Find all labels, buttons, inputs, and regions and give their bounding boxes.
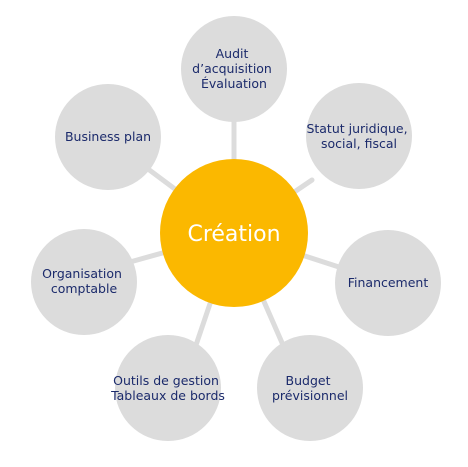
node-organisation-label: Organisation comptable — [42, 266, 126, 296]
node-business-plan-label: Business plan — [65, 129, 151, 144]
node-audit-line-2: d’acquisition — [192, 61, 272, 76]
node-statut-circle — [306, 83, 412, 189]
node-budget-line-1: Budget — [286, 373, 331, 388]
node-statut-line-2: social, fiscal — [321, 136, 397, 151]
node-budget-label: Budget prévisionnel — [272, 373, 348, 403]
node-financement: Financement — [335, 230, 441, 336]
node-budget-line-2: prévisionnel — [272, 388, 348, 403]
node-audit-line-1: Audit — [216, 46, 249, 61]
node-outils: Outils de gestion Tableaux de bords — [110, 335, 225, 441]
node-business-plan-line-1: Business plan — [65, 129, 151, 144]
node-budget: Budget prévisionnel — [257, 335, 363, 441]
node-outils-circle — [115, 335, 221, 441]
node-business-plan: Business plan — [55, 84, 161, 190]
node-audit-label: Audit d’acquisition Évaluation — [192, 46, 276, 91]
node-organisation-line-1: Organisation — [42, 266, 122, 281]
center-node: Création — [160, 159, 308, 307]
center-label: Création — [187, 222, 280, 247]
node-financement-circle — [335, 230, 441, 336]
node-outils-label: Outils de gestion Tableaux de bords — [110, 373, 225, 403]
node-organisation-line-2: comptable — [51, 281, 118, 296]
node-business-plan-circle — [55, 84, 161, 190]
node-outils-line-1: Outils de gestion — [113, 373, 219, 388]
node-organisation: Organisation comptable — [31, 229, 137, 335]
node-statut: Statut juridique, social, fiscal — [306, 83, 412, 189]
center-circle — [160, 159, 308, 307]
node-organisation-circle — [31, 229, 137, 335]
node-audit-circle — [181, 16, 287, 122]
node-statut-label: Statut juridique, social, fiscal — [306, 121, 411, 151]
node-financement-label: Financement — [348, 275, 429, 290]
node-outils-line-2: Tableaux de bords — [110, 388, 225, 403]
node-audit-line-3: Évaluation — [201, 76, 267, 91]
node-financement-line-1: Financement — [348, 275, 429, 290]
node-budget-circle — [257, 335, 363, 441]
node-audit: Audit d’acquisition Évaluation — [181, 16, 287, 122]
node-statut-line-1: Statut juridique, — [306, 121, 407, 136]
